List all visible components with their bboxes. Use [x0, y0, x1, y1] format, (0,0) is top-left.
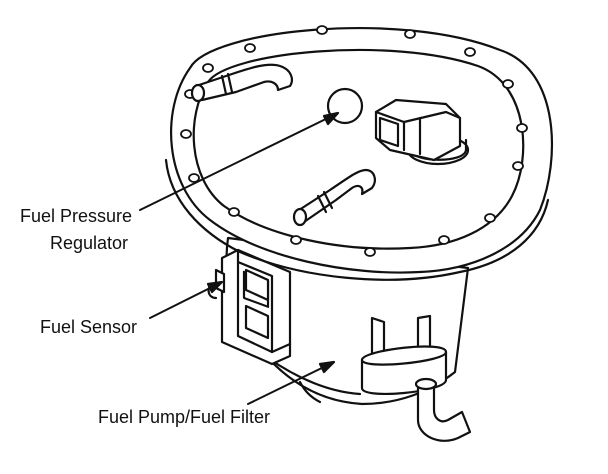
lower-fuel-tube	[292, 168, 376, 227]
pump-arrowhead	[318, 360, 336, 374]
sensor-arrowhead	[206, 280, 224, 294]
flange-plate	[164, 27, 553, 281]
regulator-leader-line	[139, 114, 335, 211]
upper-fuel-tube	[190, 63, 293, 103]
electrical-connector	[374, 98, 470, 166]
sensor-leader-line	[149, 283, 219, 319]
pump-leader-line	[247, 363, 331, 405]
fuel-pump-filter-label: Fuel Pump/Fuel Filter	[98, 407, 271, 427]
fuel-sensor	[207, 248, 292, 366]
regulator-arrowhead	[322, 111, 340, 126]
fuel-pump-filter	[360, 314, 472, 442]
fuel-pressure-regulator-label-line1: Fuel Pressure	[20, 206, 133, 226]
fuel-pressure-regulator-label-line2: Regulator	[50, 233, 129, 253]
fuel-sensor-label: Fuel Sensor	[40, 317, 138, 337]
leader-lines	[139, 111, 340, 405]
